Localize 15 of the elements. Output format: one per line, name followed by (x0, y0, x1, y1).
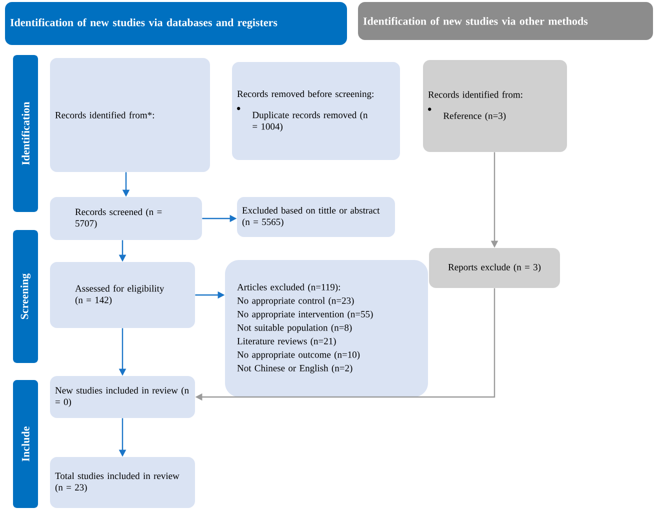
stage-band: Identification (13, 55, 38, 212)
process-box: Articles excluded (n=119): No appropriate control (n=23) No appropriate intervention (n=55) Not suitable population (n=8) Literature reviews (n=21) No appropriate outcome (n=10) Not Chinese or English (n=2) (225, 260, 428, 397)
process-box: Reports exclude (n = 3) (429, 248, 560, 288)
section-header: Identification of new studies via databases and registers (5, 2, 347, 45)
process-box: Records identified from: Reference (n=3) (423, 60, 567, 152)
stage-band: Include (13, 380, 38, 508)
process-box: Excluded based on tittle or abstract (n = 5565) (237, 197, 395, 237)
process-box: New studies included in review (n = 0) (50, 376, 195, 418)
section-header: Identification of new studies via other methods (358, 2, 653, 40)
process-box: Records removed before screening: Duplicate records removed (n = 1004) (232, 62, 400, 160)
process-box: Records screened (n = 5707) (50, 197, 202, 240)
process-box: Records identified from*: (50, 58, 210, 172)
process-box: Assessed for eligibility (n = 142) (50, 262, 195, 328)
stage-band: Screening (13, 230, 38, 363)
process-box: Total studies included in review (n = 23) (50, 457, 195, 508)
